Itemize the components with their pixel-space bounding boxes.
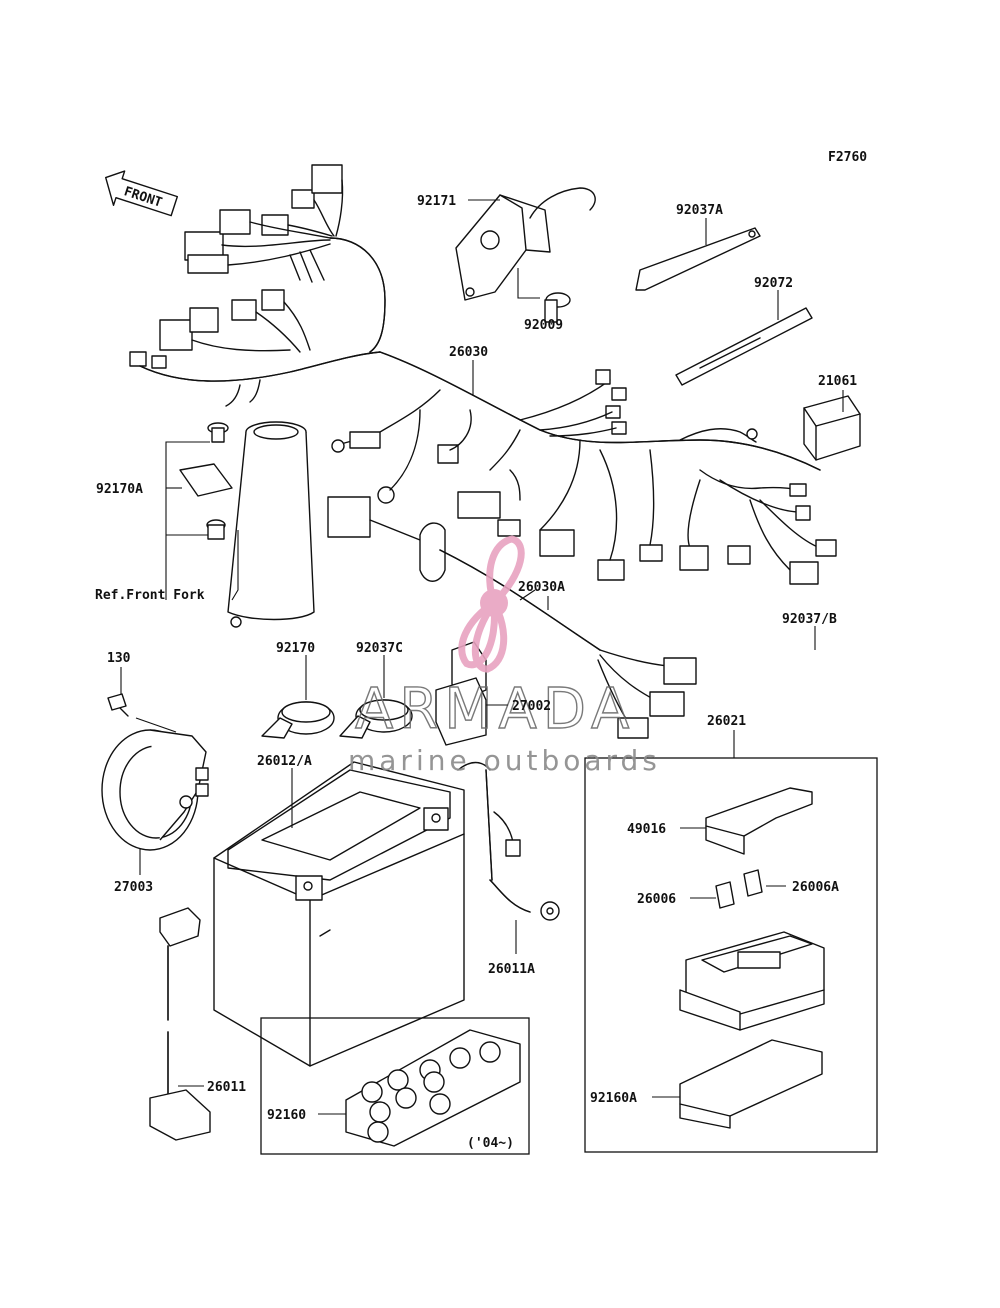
callout-92171: 92171 bbox=[417, 194, 456, 209]
callout-26011: 26011 bbox=[207, 1080, 246, 1095]
callout-92170A: 92170A bbox=[96, 482, 143, 497]
horn-27003-illustration bbox=[101, 717, 209, 851]
front-arrow-icon: FRONT bbox=[105, 170, 179, 217]
watermark: ARMADA marine outboards bbox=[348, 535, 661, 777]
leader-lines bbox=[120, 199, 844, 1115]
front-fork-cover-illustration bbox=[227, 421, 315, 628]
cable-26011A-illustration bbox=[457, 761, 560, 921]
propeller-logo-icon bbox=[458, 535, 525, 673]
bolt-130-illustration bbox=[107, 693, 129, 717]
callout-92037B: 92037/B bbox=[782, 612, 837, 627]
year-note: ('04~) bbox=[467, 1136, 514, 1151]
callout-130: 130 bbox=[107, 651, 131, 666]
callout-26030: 26030 bbox=[449, 345, 488, 360]
watermark-tagline: marine outboards bbox=[348, 744, 661, 777]
clamp-92037C-illustration bbox=[339, 699, 413, 739]
callout-49016: 49016 bbox=[627, 822, 666, 837]
figure-code: F2760 bbox=[828, 150, 867, 165]
callout-27002: 27002 bbox=[512, 699, 551, 714]
fuse-box-illustration bbox=[679, 787, 825, 1129]
bolt-92009-illustration bbox=[544, 292, 571, 323]
clamp-92170A-illustration bbox=[179, 422, 233, 540]
part-21061-illustration bbox=[803, 395, 861, 461]
tray-92160-box bbox=[260, 1017, 530, 1155]
ref-front-fork-note: Ref.Front Fork bbox=[95, 588, 205, 603]
callout-26006: 26006 bbox=[637, 892, 676, 907]
callout-26006A: 26006A bbox=[792, 880, 839, 895]
cable-26011-illustration bbox=[149, 907, 211, 1141]
callout-26021: 26021 bbox=[707, 714, 746, 729]
callout-92037C: 92037C bbox=[356, 641, 403, 656]
callout-21061: 21061 bbox=[818, 374, 857, 389]
callout-92170: 92170 bbox=[276, 641, 315, 656]
propeller-blade bbox=[486, 535, 525, 610]
bracket-illustration bbox=[455, 187, 596, 301]
propeller-blade bbox=[458, 597, 499, 669]
callout-26030A: 26030A bbox=[518, 580, 565, 595]
callout-92037A: 92037A bbox=[676, 203, 723, 218]
strap-92037A-illustration bbox=[635, 227, 761, 291]
watermark-brand: ARMADA bbox=[355, 677, 635, 742]
strap-92072-illustration bbox=[675, 307, 813, 386]
callout-26011A: 26011A bbox=[488, 962, 535, 977]
callout-27003: 27003 bbox=[114, 880, 153, 895]
callout-26012A: 26012/A bbox=[257, 754, 312, 769]
tray-92160-illustration bbox=[345, 1029, 521, 1147]
battery-26012A-illustration bbox=[213, 761, 465, 1067]
callout-92160: 92160 bbox=[267, 1108, 306, 1123]
fuse-box-26021-box bbox=[584, 757, 878, 1153]
sub-harness-illustration bbox=[327, 496, 697, 739]
main-harness-illustration bbox=[129, 164, 837, 585]
callout-92072: 92072 bbox=[754, 276, 793, 291]
propeller-blade bbox=[471, 596, 508, 673]
clamp-92170-illustration bbox=[261, 701, 335, 739]
callout-92009: 92009 bbox=[524, 318, 563, 333]
callout-92160A: 92160A bbox=[590, 1091, 637, 1106]
